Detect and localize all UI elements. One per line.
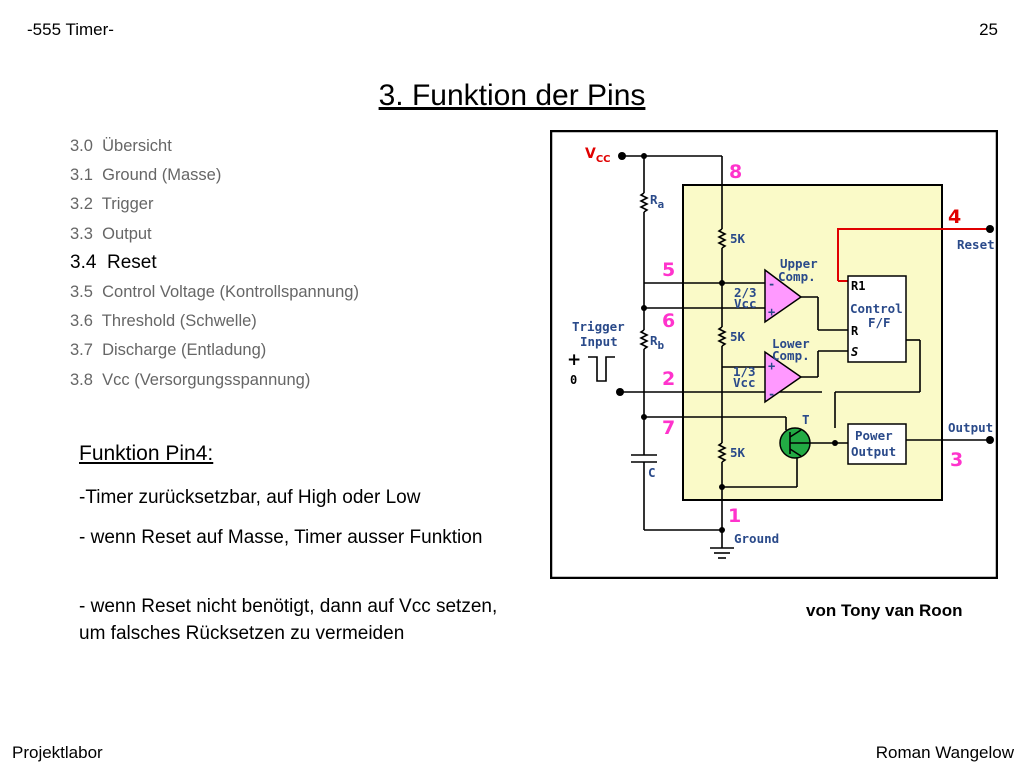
svg-text:+: +	[768, 305, 775, 319]
function-point: - wenn Reset auf Masse, Timer ausser Fun…	[79, 527, 483, 548]
reset-wire	[837, 228, 990, 281]
power-label-1: Power	[855, 428, 893, 443]
upper-comp-label-2: Comp.	[778, 269, 816, 284]
lower-comp-label-2: Comp.	[772, 348, 810, 363]
slide-title: 3. Funktion der Pins	[378, 79, 646, 112]
function-point: - wenn Reset nicht benötigt, dann auf Vc…	[79, 596, 498, 644]
toc-item[interactable]: 3.8 Vcc (Versorgungsspannung)	[70, 370, 311, 389]
footer-left: Projektlabor	[12, 743, 103, 762]
diagram-credit: von Tony van Roon	[806, 601, 963, 620]
function-point: -Timer zurücksetzbar, auf High oder Low	[79, 487, 421, 508]
lower-comparator	[764, 350, 803, 404]
lower-comp-label-1: Lower	[772, 336, 810, 351]
ground-label: Ground	[734, 531, 779, 546]
rb-label-sub: b	[658, 339, 665, 352]
upper-comp-label-1: Upper	[780, 256, 818, 271]
toc-item[interactable]: 3.7 Discharge (Entladung)	[70, 341, 267, 360]
trigger-label-1: Trigger	[572, 319, 625, 334]
toc-list: 3.0 Übersicht 3.1 Ground (Masse) 3.2 Tri…	[70, 136, 359, 399]
svg-text:-: -	[768, 387, 775, 401]
function-heading: Funktion Pin4:	[79, 442, 214, 465]
toc-item[interactable]: 3.3 Output	[70, 224, 152, 243]
vcc-label: V	[585, 146, 596, 162]
two-thirds-label: 2/3	[734, 285, 757, 300]
footer-right: Roman Wangelow	[875, 743, 1014, 762]
rb-label: R	[650, 333, 658, 348]
zero-label: 0	[570, 373, 577, 387]
ra-label-sub: a	[658, 198, 665, 211]
toc-item[interactable]: 3.0 Übersicht	[70, 137, 172, 155]
ff-s-label: S	[851, 345, 858, 359]
ff-r1-label: R1	[851, 279, 865, 293]
capacitor-label: C	[648, 465, 656, 480]
toc-item[interactable]: 3.1 Ground (Masse)	[70, 166, 222, 185]
two-thirds-vcc: Vcc	[734, 296, 757, 311]
svg-text:VCC: VCC	[585, 146, 611, 165]
reset-label: Reset	[957, 237, 995, 252]
vcc-label-sub: CC	[596, 154, 611, 165]
plus-label: +	[567, 350, 581, 370]
header-title: -555 Timer-	[27, 20, 114, 39]
timer-555-diagram: - + + - VCC Ra Rb C Trigger Input + 0 5K 5…	[550, 130, 998, 579]
trigger-label-2: Input	[580, 334, 618, 349]
svg-text:Rb: Rb	[650, 333, 665, 352]
svg-text:-: -	[768, 277, 775, 291]
pin-7-label: 7	[662, 417, 675, 439]
ff-ff-label: F/F	[868, 315, 891, 330]
resistor-5k-mid: 5K	[730, 329, 746, 344]
pin-5-label: 5	[662, 259, 675, 281]
output-label: Output	[948, 420, 993, 435]
pin-1-label: 1	[728, 505, 741, 527]
toc-item[interactable]: 3.5 Control Voltage (Kontrollspannung)	[70, 282, 359, 301]
svg-text:Ra: Ra	[650, 192, 664, 211]
pin-6-label: 6	[662, 310, 675, 332]
transistor-label: T	[802, 412, 810, 427]
pin-4-label: 4	[948, 206, 961, 228]
pin-2-label: 2	[662, 368, 675, 390]
toc-item-active[interactable]: 3.4 Reset	[70, 251, 157, 273]
pin-3-label: 3	[950, 449, 963, 471]
ff-r-label: R	[851, 324, 859, 338]
resistor-5k-top: 5K	[730, 231, 746, 246]
ra-label: R	[650, 192, 658, 207]
power-label-2: Output	[851, 444, 896, 459]
power-output-box	[847, 423, 907, 465]
upper-comparator	[764, 268, 803, 324]
toc-item[interactable]: 3.6 Threshold (Schwelle)	[70, 312, 257, 331]
page-number: 25	[979, 20, 998, 39]
ff-control-label: Control	[850, 301, 903, 316]
one-third-vcc: Vcc	[733, 375, 756, 390]
flip-flop-box	[847, 275, 907, 363]
resistor-5k-bottom: 5K	[730, 445, 746, 460]
one-third-label: 1/3	[733, 364, 756, 379]
pin-8-label: 8	[729, 161, 742, 183]
toc-item[interactable]: 3.2 Trigger	[70, 195, 154, 214]
svg-text:+: +	[768, 359, 775, 373]
